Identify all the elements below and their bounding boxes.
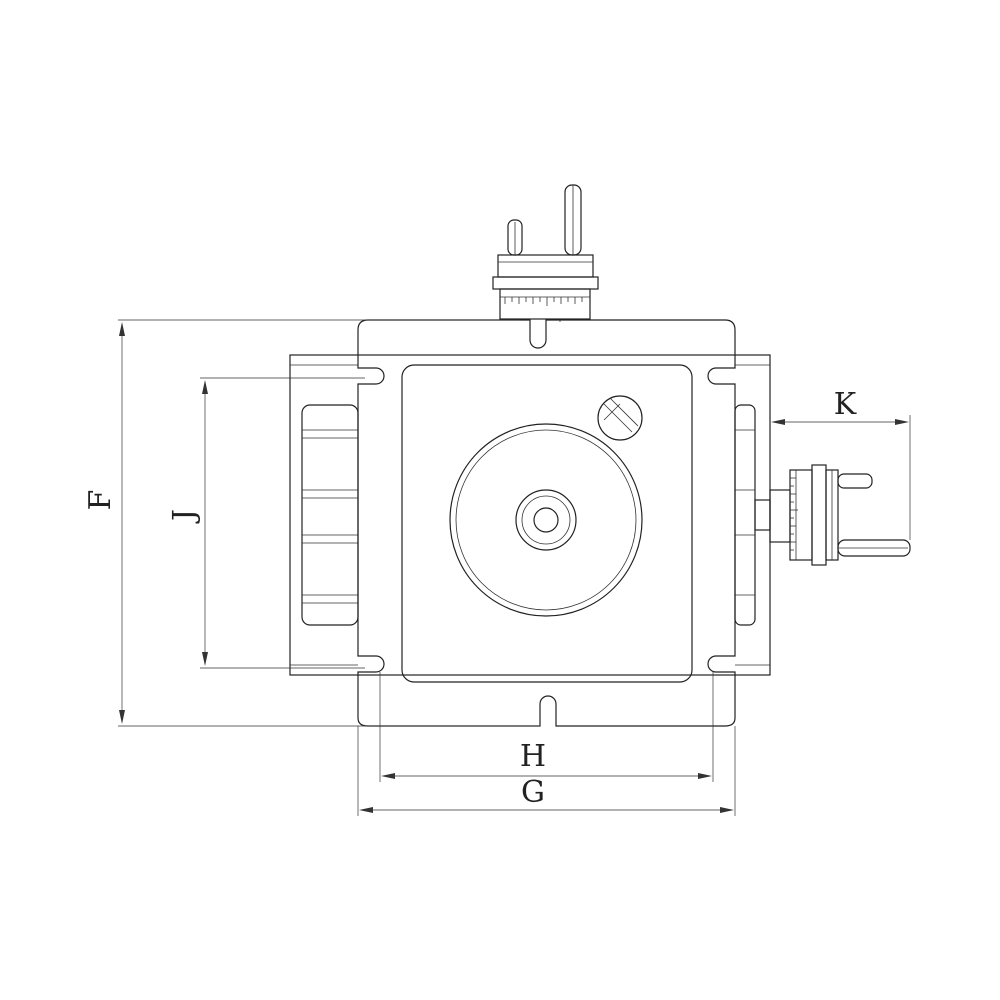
base-plate bbox=[289, 354, 771, 676]
clamp-knob bbox=[597, 395, 643, 441]
dim-label-J: J bbox=[167, 509, 202, 524]
dimension-H: H bbox=[379, 672, 714, 782]
stage-plate bbox=[357, 319, 736, 727]
dim-label-F: F bbox=[83, 490, 118, 511]
top-micrometer bbox=[492, 184, 599, 322]
right-scale-ticks bbox=[790, 477, 798, 551]
dimension-G: G bbox=[357, 726, 736, 816]
dimension-J: J bbox=[167, 377, 365, 669]
right-micrometer bbox=[754, 464, 911, 566]
inner-platform bbox=[401, 364, 693, 683]
dim-label-K: K bbox=[834, 387, 857, 422]
top-scale-ticks bbox=[504, 297, 583, 306]
dimension-K: K bbox=[771, 387, 911, 540]
dimension-F: F bbox=[83, 319, 540, 727]
dim-label-G: G bbox=[521, 775, 545, 810]
dim-label-H: H bbox=[520, 739, 546, 774]
